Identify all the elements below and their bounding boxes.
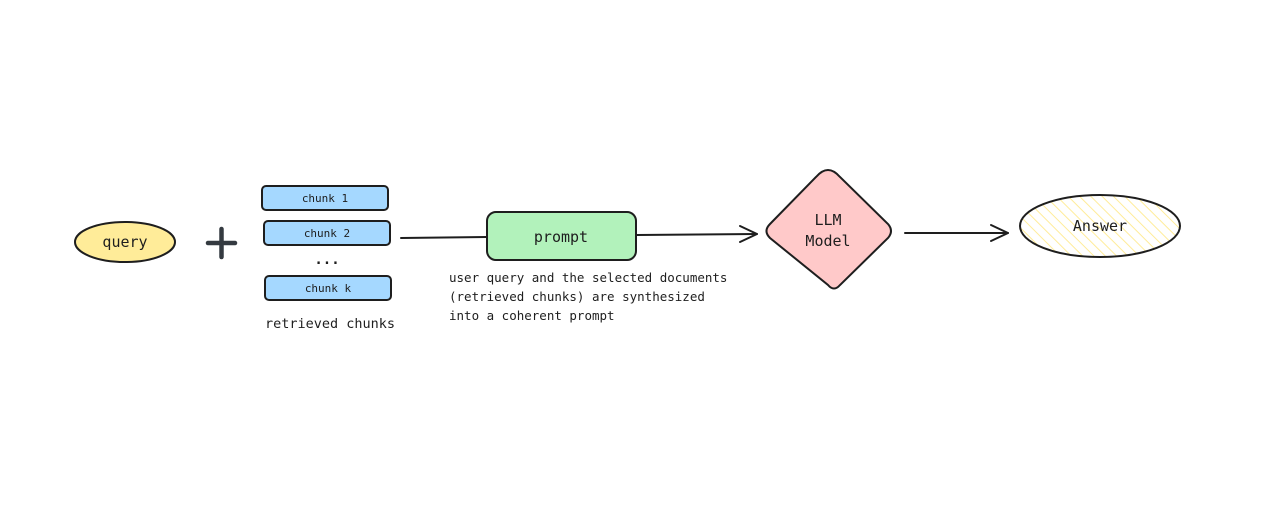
llm-model-node: LLM Model — [765, 168, 892, 290]
answer-node: Answer — [1019, 194, 1181, 258]
chunk-2-label: chunk 2 — [304, 227, 350, 240]
prompt-to-llm-arrow — [636, 225, 758, 243]
prompt-rect — [486, 211, 637, 261]
prompt-caption-line-1: user query and the selected documents — [449, 270, 727, 285]
answer-ellipse — [1019, 194, 1181, 258]
query-label: query — [102, 233, 147, 251]
chunk-k-label: chunk k — [305, 282, 352, 295]
chunk-1-label: chunk 1 — [302, 192, 348, 205]
retrieved-chunks-group: chunk 1 chunk 2 ... chunk k retrieved ch… — [261, 185, 395, 332]
chunk-k: chunk k — [264, 275, 392, 301]
llm-diamond — [765, 168, 892, 290]
prompt-label: prompt — [534, 228, 588, 246]
prompt-node: prompt — [486, 211, 637, 261]
chunks-to-prompt-line — [400, 236, 488, 239]
chunks-ellipsis: ... — [314, 252, 339, 268]
plus-sign — [205, 226, 238, 260]
prompt-caption-line-2: (retrieved chunks) are synthesized — [449, 289, 705, 304]
llm-to-answer-arrow — [904, 224, 1009, 242]
query-node: query — [74, 221, 176, 263]
answer-label: Answer — [1073, 217, 1127, 235]
prompt-caption: user query and the selected documents (r… — [449, 270, 727, 323]
chunk-2: chunk 2 — [263, 220, 391, 246]
llm-label-line-1: LLM — [814, 211, 841, 229]
retrieved-chunks-caption: retrieved chunks — [265, 316, 395, 332]
llm-label-line-2: Model — [805, 232, 850, 250]
query-ellipse — [74, 221, 176, 263]
chunk-1: chunk 1 — [261, 185, 389, 211]
prompt-caption-line-3: into a coherent prompt — [449, 308, 615, 323]
